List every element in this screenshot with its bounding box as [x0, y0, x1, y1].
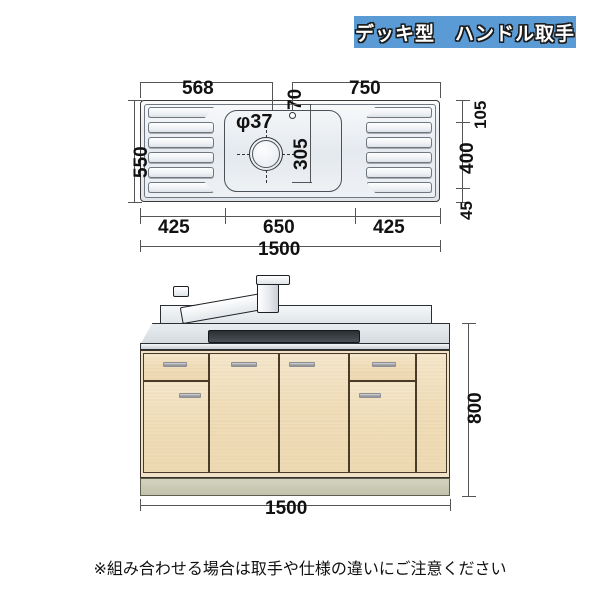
sink-basin [224, 110, 342, 192]
groove [148, 152, 214, 163]
dim-line-top-left [140, 82, 272, 83]
sink-plan-view [140, 100, 440, 202]
groove [148, 107, 214, 118]
dim-550: 550 [131, 146, 152, 178]
cabinet-elevation-view [140, 275, 450, 500]
dim-line-height [468, 323, 469, 496]
drainboard-right [366, 107, 432, 195]
handle-drawer-left[interactable] [163, 362, 187, 367]
dim-305: 305 [291, 138, 312, 170]
groove [366, 152, 432, 163]
faucet-handle [256, 275, 290, 285]
dim-line-bottom-total [140, 246, 440, 247]
dim-tick [456, 188, 470, 189]
handle-door-center-right[interactable] [289, 362, 315, 367]
groove [148, 122, 214, 133]
dim-tick [140, 82, 141, 98]
side-panel-right [416, 353, 447, 473]
dim-568: 568 [182, 78, 214, 99]
dim-70: 70 [285, 88, 306, 110]
dim-line-top-right [292, 82, 440, 83]
sink-cutout [208, 330, 360, 343]
drainboard-left [148, 107, 214, 195]
header-banner: デッキ型 ハンドル取手 [354, 16, 576, 48]
countertop-front-edge [140, 343, 450, 350]
drawer-left[interactable] [143, 353, 209, 381]
groove [366, 137, 432, 148]
groove [366, 182, 432, 193]
dim-105: 105 [471, 100, 490, 129]
dim-tick [456, 122, 470, 123]
dim-line-left [134, 100, 135, 202]
dim-1500-elevation: 1500 [265, 498, 308, 519]
drain-hole-inner [252, 140, 280, 168]
dim-tick [128, 100, 142, 101]
groove [148, 137, 214, 148]
dim-650: 650 [263, 217, 295, 238]
dim-tick [440, 208, 441, 224]
dim-line-bottom-seg [140, 216, 440, 217]
handle-door-left[interactable] [179, 393, 201, 398]
dim-tick [140, 240, 141, 252]
dim-tick [292, 182, 312, 183]
faucet-spout-tip [173, 286, 189, 297]
dim-tick [272, 82, 273, 110]
groove [366, 107, 432, 118]
dim-1500-plan: 1500 [258, 239, 301, 260]
dim-tick [456, 100, 470, 101]
handle-door-center-left[interactable] [231, 362, 257, 367]
faucet-hole [289, 112, 296, 119]
cabinet-carcass [140, 350, 450, 478]
dim-tick [440, 82, 441, 98]
dim-tick [355, 208, 356, 224]
dim-tick [140, 499, 141, 511]
groove [366, 167, 432, 178]
dim-drain-diameter: φ37 [236, 111, 273, 133]
faucet-body [257, 283, 279, 313]
dim-tick [462, 496, 476, 497]
dim-425-left: 425 [158, 217, 190, 238]
drawer-right[interactable] [349, 353, 416, 381]
dim-tick [225, 208, 226, 224]
door-center-right[interactable] [279, 353, 349, 473]
dim-750: 750 [349, 78, 381, 99]
toe-kick-plinth [140, 478, 450, 496]
dim-800: 800 [465, 392, 486, 424]
dim-line-width [140, 505, 450, 506]
dim-tick [462, 323, 476, 324]
groove [148, 167, 214, 178]
dim-line-305 [310, 104, 311, 182]
dim-tick [450, 499, 451, 511]
dim-tick [440, 240, 441, 252]
groove [148, 182, 214, 193]
footer-note: ※組み合わせる場合は取手や仕様の違いにご注意ください [93, 561, 507, 578]
header-banner-label: デッキ型 ハンドル取手 [354, 23, 575, 45]
dim-tick [128, 202, 142, 203]
dim-tick [292, 104, 312, 105]
door-center-left[interactable] [209, 353, 279, 473]
dim-400: 400 [457, 142, 478, 174]
dim-tick [292, 82, 293, 110]
dim-tick [140, 208, 141, 224]
dim-425-right: 425 [373, 217, 405, 238]
dim-tick [456, 202, 470, 203]
dim-45: 45 [457, 201, 476, 220]
handle-drawer-right[interactable] [372, 362, 396, 367]
groove [366, 122, 432, 133]
dim-line-right [462, 100, 463, 202]
handle-door-right[interactable] [359, 393, 381, 398]
